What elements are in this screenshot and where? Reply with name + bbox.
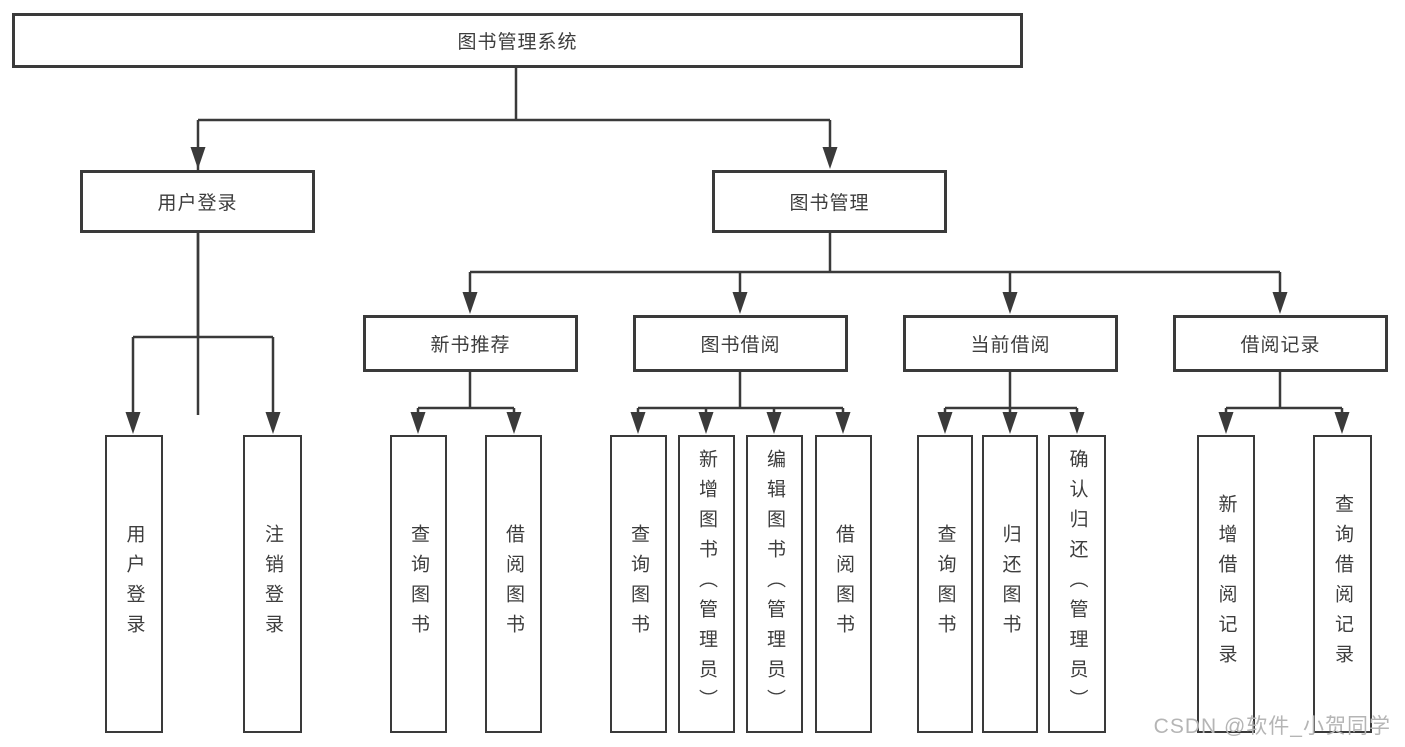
- leaf-borrow-books: 借阅图书: [815, 435, 872, 733]
- leaf-edit-books-admin: 编辑图书（管理员）: [746, 435, 803, 733]
- node-label: 用户登录: [123, 524, 145, 644]
- node-label: 编辑图书（管理员）: [764, 449, 785, 719]
- node-label: 新书推荐: [430, 335, 511, 356]
- node-label: 借阅图书: [833, 524, 854, 644]
- node-label: 归还图书: [999, 524, 1021, 644]
- node-label: 图书借阅: [700, 335, 781, 356]
- node-new-book-recommend: 新书推荐: [363, 315, 578, 372]
- node-label: 确认归还（管理员）: [1066, 449, 1088, 719]
- leaf-borrow-books-recommend: 借阅图书: [485, 435, 542, 733]
- leaf-logout: 注销登录: [243, 435, 302, 733]
- node-label: 查询图书: [934, 524, 956, 644]
- leaf-query-books-recommend: 查询图书: [390, 435, 447, 733]
- node-label: 新增图书（管理员）: [696, 449, 717, 719]
- node-label: 借阅图书: [503, 524, 524, 644]
- leaf-user-login: 用户登录: [105, 435, 163, 733]
- node-label: 借阅记录: [1240, 335, 1321, 356]
- node-book-management: 图书管理: [712, 170, 947, 233]
- node-borrow-records: 借阅记录: [1173, 315, 1388, 372]
- node-book-borrow: 图书借阅: [633, 315, 848, 372]
- leaf-add-borrow-record: 新增借阅记录: [1197, 435, 1255, 733]
- leaf-query-books-borrow: 查询图书: [610, 435, 667, 733]
- node-root-book-management-system: 图书管理系统: [12, 13, 1023, 68]
- node-label: 图书管理: [789, 193, 870, 214]
- leaf-return-books: 归还图书: [982, 435, 1038, 733]
- node-label: 图书管理系统: [457, 32, 578, 53]
- leaf-add-books-admin: 新增图书（管理员）: [678, 435, 735, 733]
- node-label: 当前借阅: [970, 335, 1051, 356]
- node-label: 注销登录: [262, 524, 283, 644]
- leaf-query-books-current: 查询图书: [917, 435, 973, 733]
- node-user-login: 用户登录: [80, 170, 315, 233]
- arrowheads: [125, 147, 1350, 434]
- node-label: 查询图书: [408, 524, 429, 644]
- node-current-borrow: 当前借阅: [903, 315, 1118, 372]
- leaf-query-borrow-record: 查询借阅记录: [1313, 435, 1372, 733]
- node-label: 用户登录: [157, 193, 238, 214]
- node-label: 查询借阅记录: [1332, 494, 1353, 674]
- node-label: 新增借阅记录: [1215, 494, 1237, 674]
- leaf-confirm-return-admin: 确认归还（管理员）: [1048, 435, 1106, 733]
- node-label: 查询图书: [628, 524, 649, 644]
- csdn-watermark: CSDN @软件_小贺同学: [1153, 715, 1391, 738]
